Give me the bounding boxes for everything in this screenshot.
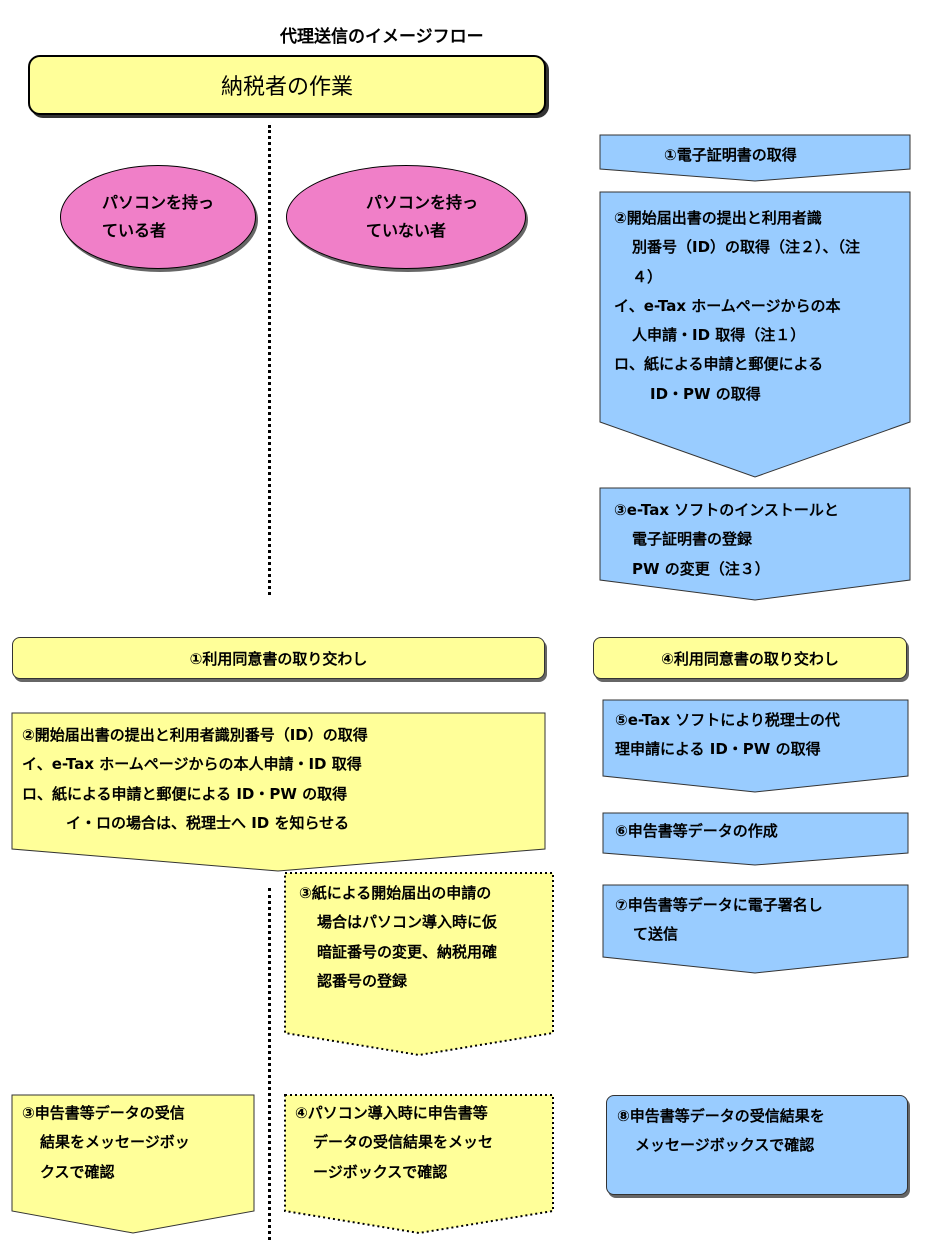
yellow-step-2-line1: ②開始届出書の提出と利用者識別番号（ID）の取得 [22, 726, 368, 744]
blue-step-1-label: ①電子証明書の取得 [664, 146, 797, 164]
oval-has-pc-line1: パソコンを持っ [101, 193, 214, 212]
blue-step-6: ⑥申告書等データの作成 [602, 812, 909, 868]
yellow-dotted-step-3: ③紙による開始届出の申請の 場合はパソコン導入時に仮 暗証番号の変更、納税用確 … [284, 872, 554, 1058]
yellow-step-2-line4: イ・ロの場合は、税理士へ ID を知らせる [66, 813, 350, 832]
yellow-step-3-line3: クスで確認 [40, 1162, 115, 1181]
yellow-step-1: ①利用同意書の取り交わし [12, 637, 545, 679]
yellow-step-3-line2: 結果をメッセージボッ [40, 1133, 190, 1152]
blue-step-3-line2: 電子証明書の登録 [632, 530, 753, 549]
blue-step-2-line2: 別番号（ID）の取得（注２）、（注 [632, 238, 861, 257]
blue-step-1: ①電子証明書の取得 [599, 134, 911, 185]
blue-step-5-line2: 理申請による ID・PW の取得 [615, 740, 821, 759]
yellow-dotted-step-3-line3: 暗証番号の変更、納税用確 [317, 942, 498, 961]
blue-step-2-line7: ID・PW の取得 [650, 384, 761, 403]
oval-has-pc-line2: ている者 [101, 221, 166, 240]
blue-step-5-line1: ⑤e-Tax ソフトにより税理士の代 [615, 711, 840, 729]
blue-step-7-line2: て送信 [633, 925, 679, 944]
oval-no-pc-line1: パソコンを持っ [365, 193, 478, 212]
yellow-dotted-step-4-line3: ージボックスで確認 [313, 1162, 448, 1181]
blue-step-4: ④利用同意書の取り交わし [593, 637, 907, 679]
oval-no-pc-line2: ていない者 [365, 221, 446, 240]
blue-step-7: ⑦申告書等データに電子署名し て送信 [602, 884, 909, 975]
blue-step-6-label: ⑥申告書等データの作成 [615, 822, 778, 840]
blue-step-2-line1: ②開始届出書の提出と利用者識 [614, 209, 822, 227]
divider-bottom [268, 888, 271, 1240]
yellow-step-3: ③申告書等データの受信 結果をメッセージボッ クスで確認 [11, 1094, 255, 1235]
blue-step-2: ②開始届出書の提出と利用者識 別番号（ID）の取得（注２）、（注 ４） イ、e-… [599, 191, 911, 482]
taxpayer-work-header: 納税者の作業 [28, 55, 546, 115]
yellow-dotted-step-3-line2: 場合はパソコン導入時に仮 [317, 913, 498, 932]
yellow-dotted-step-4-line2: データの受信結果をメッセ [313, 1133, 494, 1152]
yellow-step-1-label: ①利用同意書の取り交わし [189, 649, 368, 668]
blue-step-8-line2: メッセージボックスで確認 [635, 1136, 815, 1155]
blue-step-3-line3: PW の変更（注３） [632, 559, 770, 578]
yellow-step-2-line2: イ、e-Tax ホームページからの本人申請・ID 取得 [22, 755, 362, 774]
divider-top [268, 125, 271, 595]
blue-step-3: ③e-Tax ソフトのインストールと 電子証明書の登録 PW の変更（注３） [599, 487, 911, 603]
blue-step-2-line4: イ、e-Tax ホームページからの本 [614, 296, 841, 315]
page-title: 代理送信のイメージフロー [280, 27, 484, 47]
yellow-dotted-step-3-line4: 認番号の登録 [317, 971, 408, 990]
blue-step-2-line6: ロ、紙による申請と郵便による [614, 355, 824, 374]
oval-has-pc: パソコンを持っ ている者 [60, 165, 256, 269]
blue-step-5: ⑤e-Tax ソフトにより税理士の代 理申請による ID・PW の取得 [602, 699, 909, 795]
yellow-dotted-step-3-line1: ③紙による開始届出の申請の [299, 884, 492, 902]
blue-step-8: ⑧申告書等データの受信結果を メッセージボックスで確認 [606, 1095, 908, 1195]
header-label: 納税者の作業 [220, 75, 353, 100]
yellow-step-2-line3: ロ、紙による申請と郵便による ID・PW の取得 [22, 784, 348, 803]
blue-step-8-line1: ⑧申告書等データの受信結果を [617, 1107, 825, 1125]
yellow-dotted-step-4-line1: ④パソコン導入時に申告書等 [295, 1104, 488, 1122]
blue-step-7-line1: ⑦申告書等データに電子署名し [615, 896, 823, 914]
blue-step-2-line5: 人申請・ID 取得（注１） [632, 326, 806, 344]
blue-step-4-label: ④利用同意書の取り交わし [661, 649, 839, 668]
blue-step-2-line3: ４） [632, 267, 663, 286]
yellow-step-2: ②開始届出書の提出と利用者識別番号（ID）の取得 イ、e-Tax ホームページか… [11, 712, 546, 873]
blue-step-3-line1: ③e-Tax ソフトのインストールと [614, 501, 839, 519]
yellow-step-3-line1: ③申告書等データの受信 [22, 1104, 185, 1122]
oval-no-pc: パソコンを持っ ていない者 [286, 165, 526, 269]
yellow-dotted-step-4: ④パソコン導入時に申告書等 データの受信結果をメッセ ージボックスで確認 [284, 1094, 554, 1235]
